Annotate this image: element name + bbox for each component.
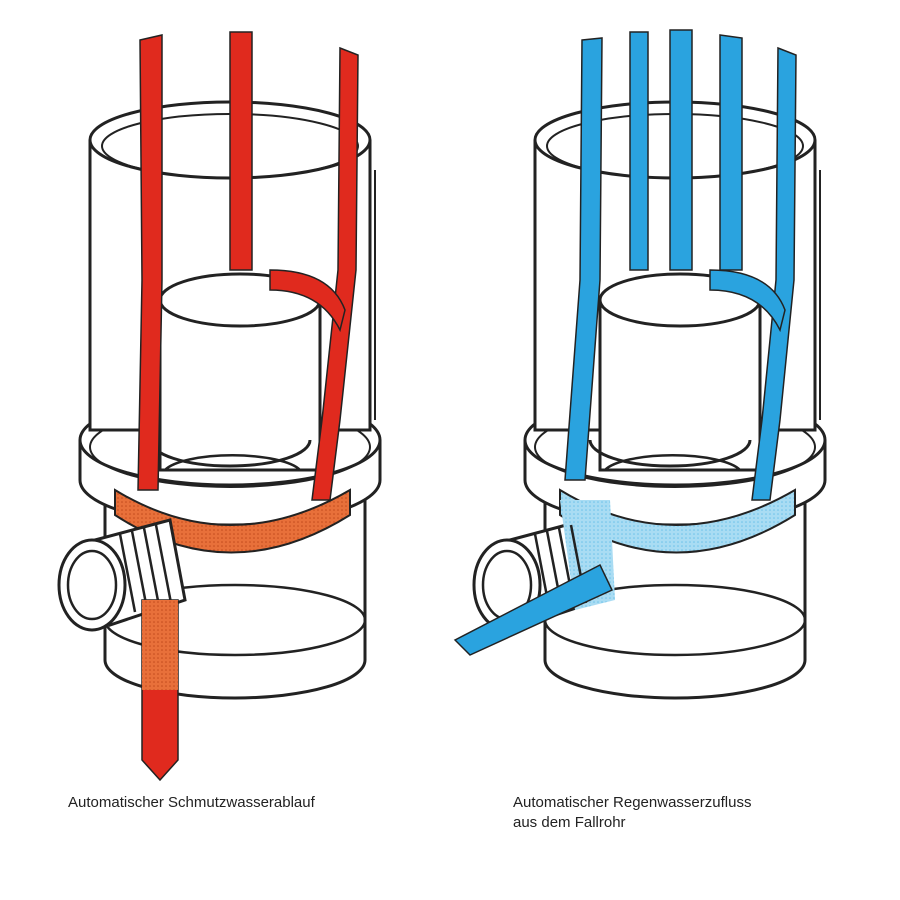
stream-4 <box>719 34 743 271</box>
stream-inner-curve <box>709 269 786 333</box>
stream-1 <box>564 37 603 481</box>
rainwater-inflow-illustration <box>453 29 827 700</box>
caption-rain-water-line-1: Automatischer Regenwasserzufluss <box>513 794 752 811</box>
stream-5 <box>751 46 797 501</box>
caption-rain-water-line-2: aus dem Fallrohr <box>513 814 626 831</box>
caption-rain-water: Automatischer Regenwasserzufluss aus dem… <box>513 793 751 833</box>
stream-right <box>311 46 359 501</box>
stream-left <box>137 34 163 491</box>
dirty-water-outflow-dotted <box>142 600 178 690</box>
dirty-water-streams <box>137 31 359 501</box>
stream-inner-curve <box>269 269 346 333</box>
caption-dirty-water: Automatischer Schmutzwasserablauf <box>68 794 315 811</box>
rain-water-pool <box>559 488 796 554</box>
stream-3 <box>669 29 693 271</box>
inner-filter-cylinder <box>588 272 762 472</box>
rain-water-streams <box>564 29 797 501</box>
dirty-water-outflow-illustration <box>57 31 382 782</box>
rain-water-outflow <box>453 563 614 656</box>
inner-filter-cylinder <box>148 272 322 472</box>
stream-center <box>229 31 253 271</box>
stream-2 <box>629 31 649 271</box>
side-outlet-left <box>57 518 187 632</box>
